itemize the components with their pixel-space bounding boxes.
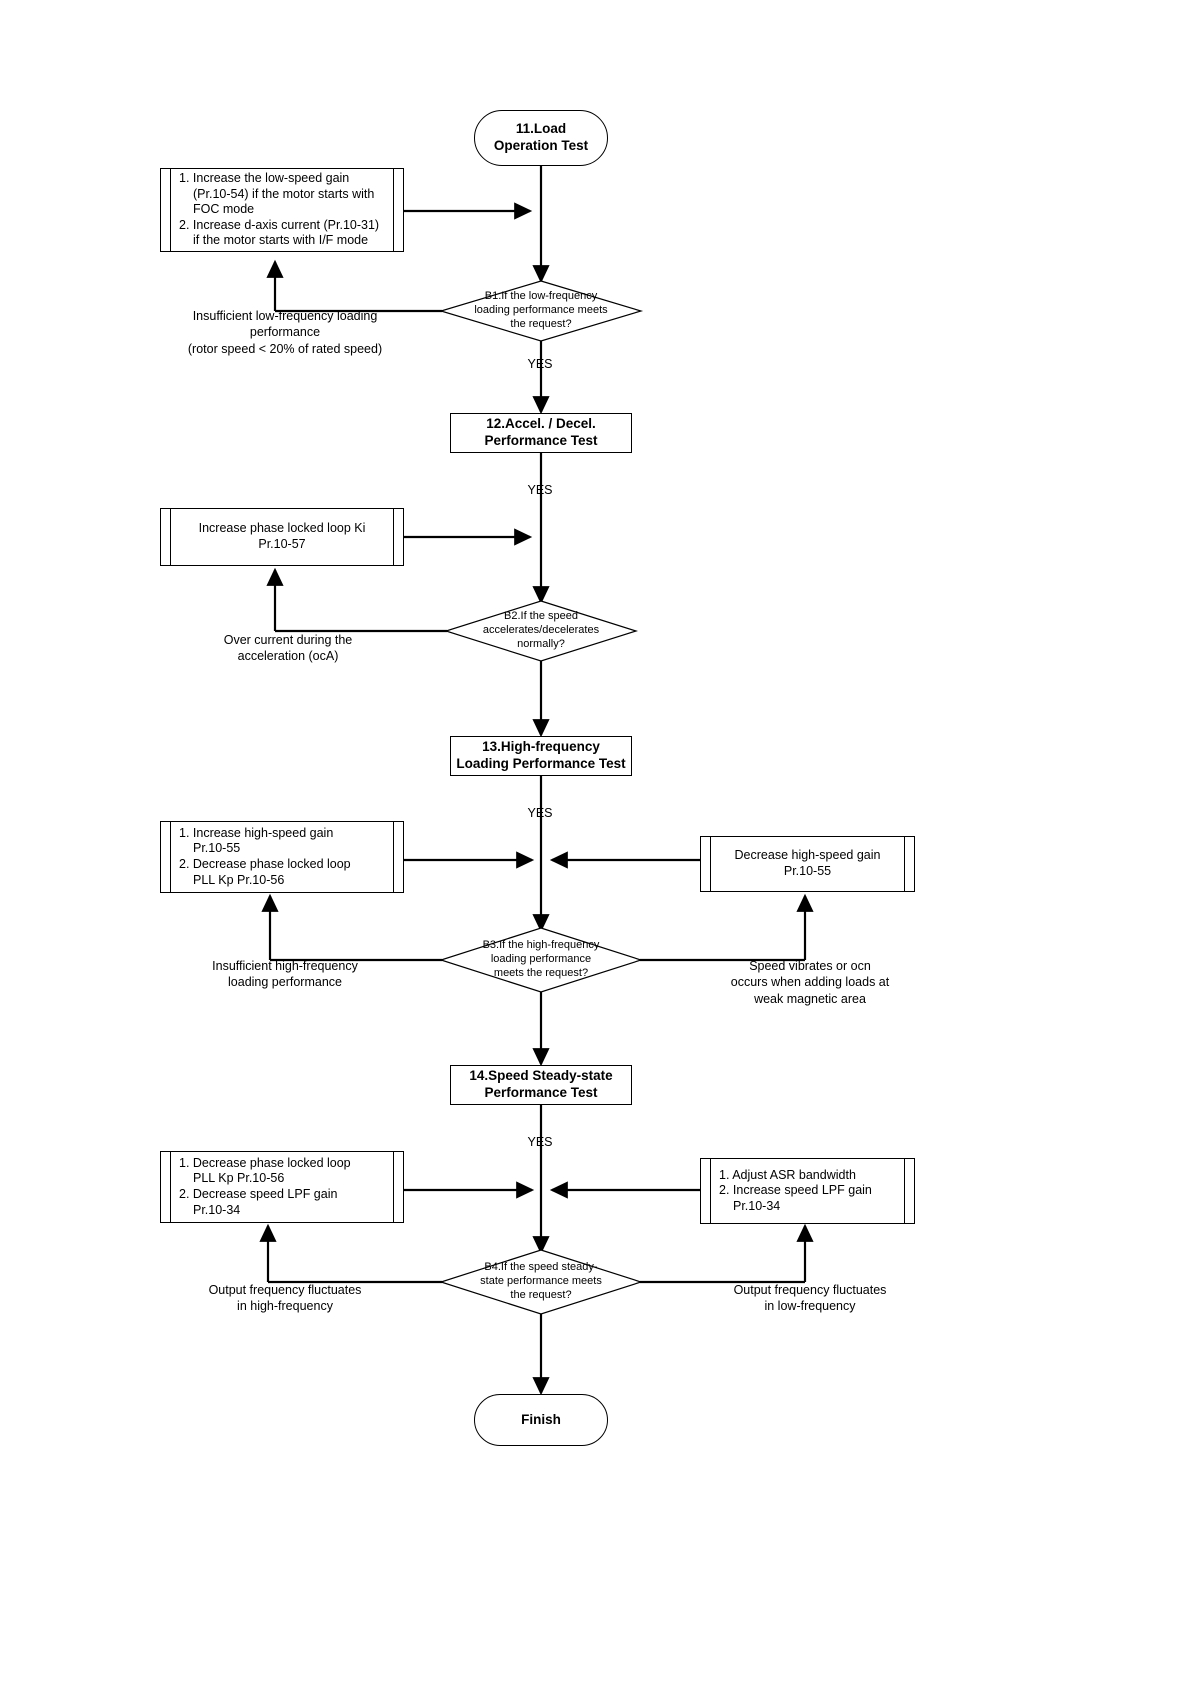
decision-b1: B1.If the low-frequency loading performa… — [438, 280, 644, 342]
action3-line-2: Pr.10-55 — [193, 841, 241, 856]
action5-line-1: 1. Decrease phase locked loop — [179, 1155, 351, 1170]
yes-label-b1: YES — [527, 357, 553, 371]
action5-line-3: 2. Decrease speed LPF gain — [179, 1187, 338, 1201]
finish-label: Finish — [521, 1411, 561, 1427]
action-low-speed-gain: 1. Increase the low-speed gain (Pr.10-54… — [160, 168, 404, 252]
note-over-current-oca: Over current during the acceleration (oc… — [223, 633, 353, 664]
action4-line-1: Decrease high-speed gain — [734, 848, 881, 863]
start-label-line2: Operation Test — [493, 138, 589, 153]
note-insufficient-low-frequency: Insufficient low-frequency loading perfo… — [187, 309, 383, 356]
decision-b2: B2.If the speed accelerates/decelerates … — [444, 600, 638, 662]
action1-line-2: (Pr.10-54) if the motor starts with — [193, 186, 375, 201]
action-adjust-asr-bandwidth: 1. Adjust ASR bandwidth 2. Increase spee… — [700, 1158, 915, 1224]
start-terminator: 11.Load Operation Test — [474, 110, 608, 166]
yes-label-b3: YES — [527, 806, 553, 820]
action6-line-1: 1. Adjust ASR bandwidth — [719, 1167, 856, 1182]
yes-label-b4: YES — [527, 1135, 553, 1149]
action5-line-2: PLL Kp Pr.10-56 — [193, 1171, 285, 1186]
process14-line2: Performance Test — [484, 1085, 598, 1100]
process-14: 14.Speed Steady-state Performance Test — [450, 1065, 632, 1105]
note-speed-vibrates-ocn: Speed vibrates or ocn occurs when adding… — [730, 959, 890, 1006]
action6-line-3: Pr.10-34 — [733, 1198, 781, 1213]
process12-line1: 12.Accel. / Decel. — [486, 416, 596, 432]
action3-line-3: 2. Decrease phase locked loop — [179, 857, 351, 871]
note-output-freq-low: Output frequency fluctuates in low-frequ… — [733, 1283, 887, 1314]
process13-line2: Loading Performance Test — [456, 756, 626, 771]
decision-b3: B3.If the high-frequency loading perform… — [439, 927, 643, 993]
process12-line2: Performance Test — [484, 433, 598, 448]
action1-line-5: if the motor starts with I/F mode — [193, 233, 369, 248]
action-increase-pll-ki: Increase phase locked loop Ki Pr.10-57 — [160, 508, 404, 566]
action4-line-2: Pr.10-55 — [783, 864, 832, 878]
start-label-line1: 11.Load — [515, 121, 567, 137]
yes-label-b2: YES — [527, 483, 553, 497]
note-output-freq-high: Output frequency fluctuates in high-freq… — [208, 1283, 362, 1314]
action-decrease-pll-kp: 1. Decrease phase locked loop PLL Kp Pr.… — [160, 1151, 404, 1223]
action-increase-high-speed-gain: 1. Increase high-speed gain Pr.10-55 2. … — [160, 821, 404, 893]
finish-terminator: Finish — [474, 1394, 608, 1446]
action1-line-4: 2. Increase d-axis current (Pr.10-31) — [179, 217, 380, 232]
process14-line1: 14.Speed Steady-state — [469, 1068, 613, 1084]
action1-line-1: 1. Increase the low-speed gain — [179, 170, 350, 185]
decision-b4: B4.If the speed steady- state performanc… — [439, 1249, 643, 1315]
action6-line-2: 2. Increase speed LPF gain — [719, 1183, 872, 1198]
action5-line-4: Pr.10-34 — [193, 1202, 241, 1217]
action3-line-1: 1. Increase high-speed gain — [179, 825, 334, 840]
action2-line-1: Increase phase locked loop Ki — [198, 521, 366, 536]
note-insufficient-high-frequency: Insufficient high-frequency loading perf… — [212, 959, 358, 990]
process-12: 12.Accel. / Decel. Performance Test — [450, 413, 632, 453]
action1-line-3: FOC mode — [193, 202, 255, 217]
action3-line-4: PLL Kp Pr.10-56 — [193, 872, 285, 887]
process13-line1: 13.High-frequency — [482, 739, 600, 755]
action-decrease-high-speed-gain: Decrease high-speed gain Pr.10-55 — [700, 836, 915, 892]
action2-line-2: Pr.10-57 — [258, 537, 306, 551]
process-13: 13.High-frequency Loading Performance Te… — [450, 736, 632, 776]
